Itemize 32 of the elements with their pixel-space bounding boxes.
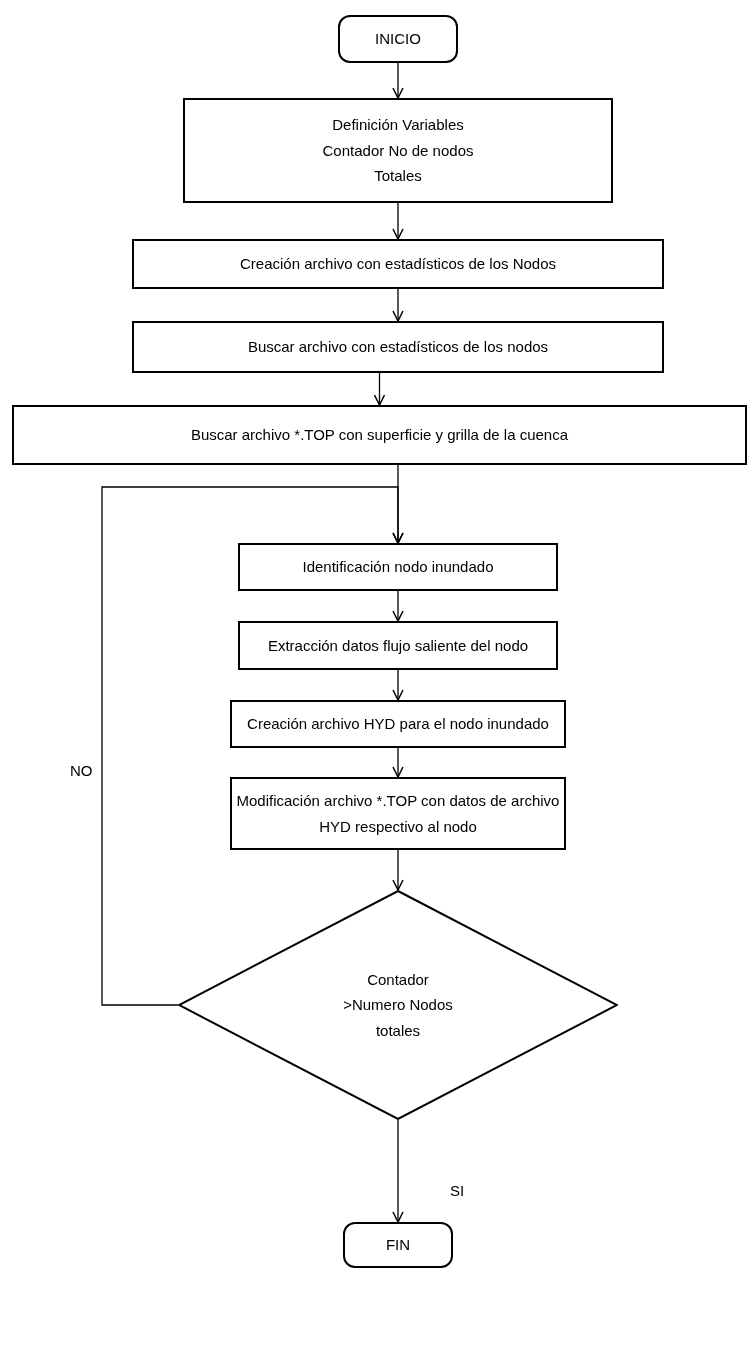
process-box xyxy=(132,321,664,373)
terminal-box xyxy=(338,15,458,63)
decision-diamond xyxy=(178,890,618,1120)
terminal-box xyxy=(343,1222,453,1268)
process-box xyxy=(230,777,566,850)
arrow xyxy=(373,372,386,406)
process-box xyxy=(132,239,664,289)
node-text: Extracción datos flujo saliente del nodo xyxy=(267,635,529,656)
process-box xyxy=(238,543,558,591)
node-text: Creación archivo HYD para el nodo inundado xyxy=(247,714,549,735)
node-text: FIN xyxy=(385,1235,411,1256)
process-box xyxy=(238,621,558,670)
node-text: Identificación nodo inundado xyxy=(302,557,494,578)
node-text: Buscar archivo con estadísticos de los nodos xyxy=(247,337,549,358)
arrow xyxy=(101,486,404,1006)
process-box xyxy=(183,98,613,203)
arrow xyxy=(392,849,404,891)
arrow xyxy=(392,669,404,701)
arrow xyxy=(392,62,404,99)
node-text: Definición Variables Contador No de nodos Totales xyxy=(321,115,475,187)
process-box xyxy=(12,405,747,465)
arrow xyxy=(392,747,404,778)
arrow xyxy=(392,590,404,622)
node-text: Contador >Numero Nodos totales xyxy=(342,969,454,1041)
process-box xyxy=(230,700,566,748)
node-text: INICIO xyxy=(375,29,421,50)
node-text: Buscar archivo *.TOP con superficie y grilla de la cuenca xyxy=(190,425,569,446)
arrow xyxy=(392,202,404,240)
arrow xyxy=(392,288,404,322)
node-text: Creación archivo con estadísticos de los Nodos xyxy=(240,254,556,275)
node-text: Modificación archivo *.TOP con datos de archivo HYD respectivo al nodo xyxy=(235,791,561,837)
arrow xyxy=(392,1119,404,1223)
